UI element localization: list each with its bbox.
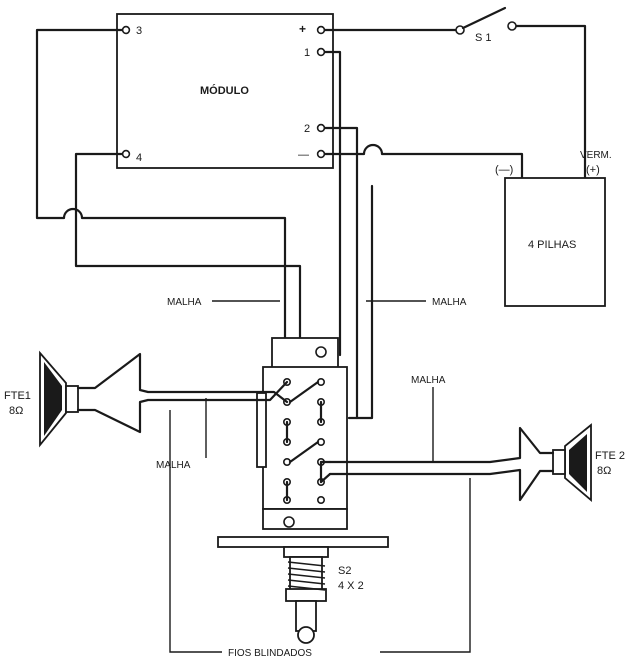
s2-bushing: [283, 546, 329, 558]
module-pin-4: [121, 149, 131, 159]
module-pin-plus: [316, 25, 326, 35]
module-pin-3: [121, 25, 131, 35]
module-pin-minus: [316, 149, 326, 159]
speaker1-cable: [76, 352, 264, 434]
speaker1-leads: [260, 380, 289, 404]
fios-blindados-label: FIOS BLINDADOS: [228, 648, 312, 659]
speaker2-cone-fill: [569, 434, 587, 492]
module-pin-plus-label: +: [299, 22, 306, 36]
module-box: [116, 13, 334, 169]
speaker2-cable: [328, 426, 555, 502]
module-pin-1-label: 1: [304, 47, 310, 59]
speaker2-magnet: [552, 449, 566, 475]
module-pin-1: [316, 47, 326, 57]
speaker2-leads: [319, 460, 332, 484]
battery-neg-label: (—): [495, 164, 513, 176]
s2-spec: 4 X 2: [338, 580, 364, 592]
s2-shaft-end: [297, 626, 315, 644]
wire-pin1-lower: [355, 184, 374, 420]
speaker2-name: FTE 2: [595, 450, 625, 462]
s1-terminal-right: [507, 21, 517, 31]
battery-label: 4 PILHAS: [528, 239, 576, 251]
s1-lever: [461, 6, 507, 30]
module-pin-2: [316, 123, 326, 133]
s2-shaft-collar: [285, 588, 327, 602]
fios-blindados-bracket: [169, 410, 471, 653]
wire-s1-to-battery: [513, 24, 587, 180]
speaker1-magnet: [65, 385, 79, 413]
s2-side-tab: [256, 392, 267, 468]
module-pin-2-label: 2: [304, 123, 310, 135]
speaker1-impedance: 8Ω: [9, 405, 23, 417]
wire-pin4: [74, 152, 302, 354]
module-pin-minus-label: —: [298, 149, 309, 161]
wire-pin3: [35, 28, 287, 380]
s2-mount-plate: [217, 536, 389, 548]
malha-right-mid-label: MALHA: [411, 375, 446, 386]
wire-pin2: [319, 126, 359, 420]
wire-pin1: [319, 50, 342, 357]
malha-left-top-label: MALHA: [167, 297, 202, 308]
malha-right-top-label: MALHA: [432, 297, 467, 308]
speaker2-impedance: 8Ω: [597, 465, 611, 477]
s2-body: [262, 366, 348, 510]
s2-terminal: [316, 495, 325, 504]
battery-box: [504, 177, 606, 307]
speaker1-name: FTE1: [4, 390, 31, 402]
module-pin-3-label: 3: [136, 25, 142, 37]
wire-minus-to-battery: [319, 143, 524, 180]
s2-mount-tab: [262, 508, 348, 530]
speaker1-cone-fill: [44, 362, 62, 436]
s2-cap-lug: [315, 346, 327, 358]
s1-label: S 1: [475, 32, 492, 44]
s2-mount-screw: [283, 516, 295, 528]
module-pin-4-label: 4: [136, 152, 142, 164]
s2-name: S2: [338, 565, 351, 577]
module-label: MÓDULO: [200, 84, 249, 97]
malha-left-bottom-label: MALHA: [156, 460, 191, 471]
s2-top-cap: [271, 337, 339, 369]
battery-pos-label: (+): [586, 164, 600, 176]
s2-spring: [287, 561, 326, 591]
battery-color-label: VERM.: [580, 150, 612, 161]
s2-internal-jumpers: [285, 380, 323, 502]
